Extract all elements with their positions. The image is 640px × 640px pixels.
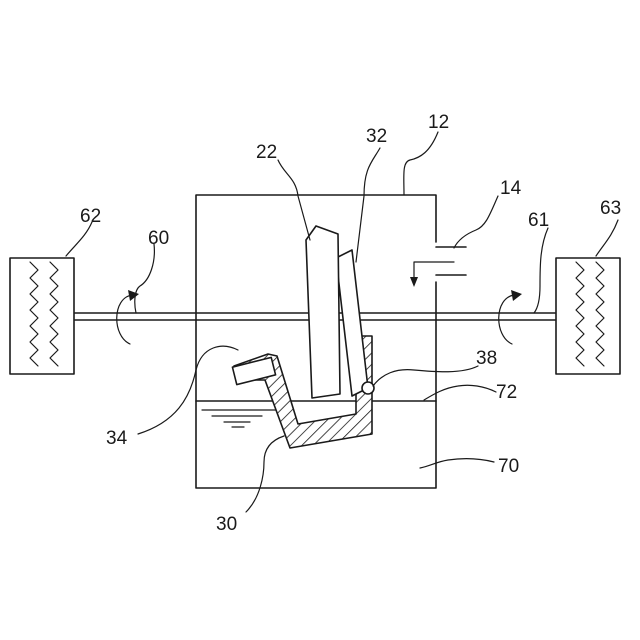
label-61: 61: [528, 210, 549, 231]
label-14: 14: [500, 178, 522, 199]
disc-22: [306, 226, 340, 398]
label-32: 32: [366, 126, 387, 147]
label-30: 30: [216, 514, 237, 535]
label-63: 63: [600, 198, 621, 219]
pivot-38: [362, 382, 374, 394]
label-38: 38: [476, 348, 497, 369]
wheel-63: [556, 258, 620, 374]
label-12: 12: [428, 112, 449, 133]
label-22: 22: [256, 142, 277, 163]
label-34: 34: [106, 428, 128, 449]
rotation-arrow-right: [499, 290, 522, 344]
rotation-arrow-left: [117, 290, 139, 344]
label-60: 60: [148, 228, 169, 249]
wheel-62: [10, 258, 74, 374]
leader-lines: [66, 132, 618, 512]
label-62: 62: [80, 206, 101, 227]
vane-32: [336, 250, 368, 396]
label-70: 70: [498, 456, 519, 477]
label-72: 72: [496, 382, 517, 403]
inlet-14: [410, 247, 466, 287]
